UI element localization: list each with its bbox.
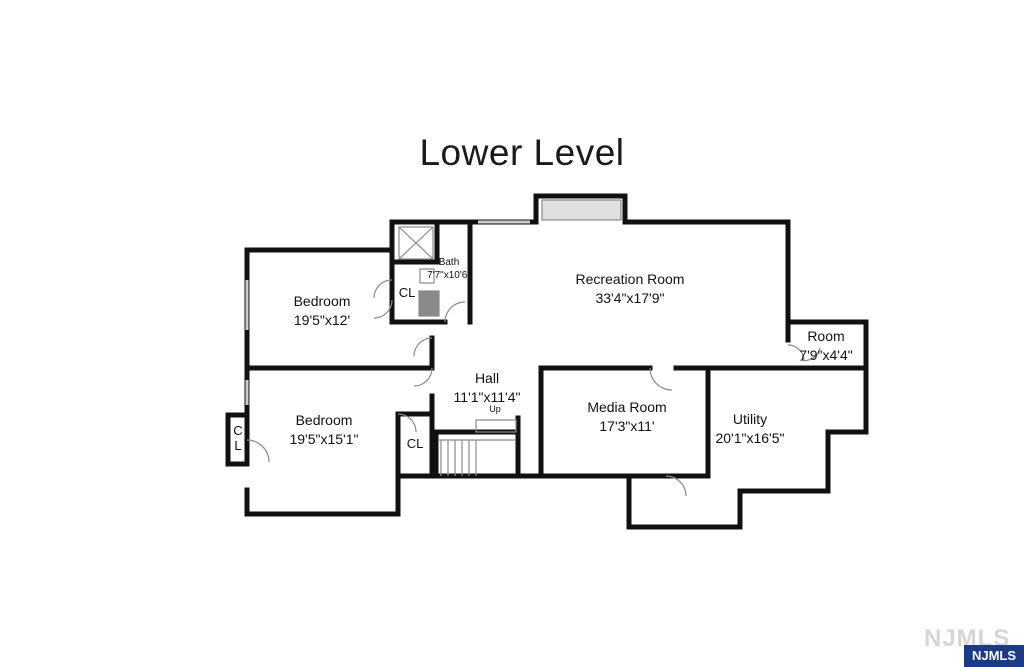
- wall-media: [538, 365, 653, 479]
- closet-label-bedroom2: CL: [406, 436, 424, 451]
- watermark: NJMLS NJMLS: [920, 617, 1024, 667]
- toilet-fixture: [419, 268, 435, 284]
- wall-recroom-top: [244, 193, 869, 530]
- plan-title: Lower Level: [419, 132, 625, 173]
- closet-label-bath: CL: [398, 285, 416, 300]
- wall-outer: [244, 219, 539, 253]
- fireplace-fixture: [541, 199, 622, 221]
- stairs-up-label: Up: [489, 404, 501, 414]
- shower-fixture: [398, 226, 434, 260]
- sink-fixture: [418, 290, 440, 317]
- wall-closet-left: [225, 412, 250, 467]
- watermark-badge: NJMLS: [964, 645, 1024, 667]
- wall-bath: [389, 247, 448, 325]
